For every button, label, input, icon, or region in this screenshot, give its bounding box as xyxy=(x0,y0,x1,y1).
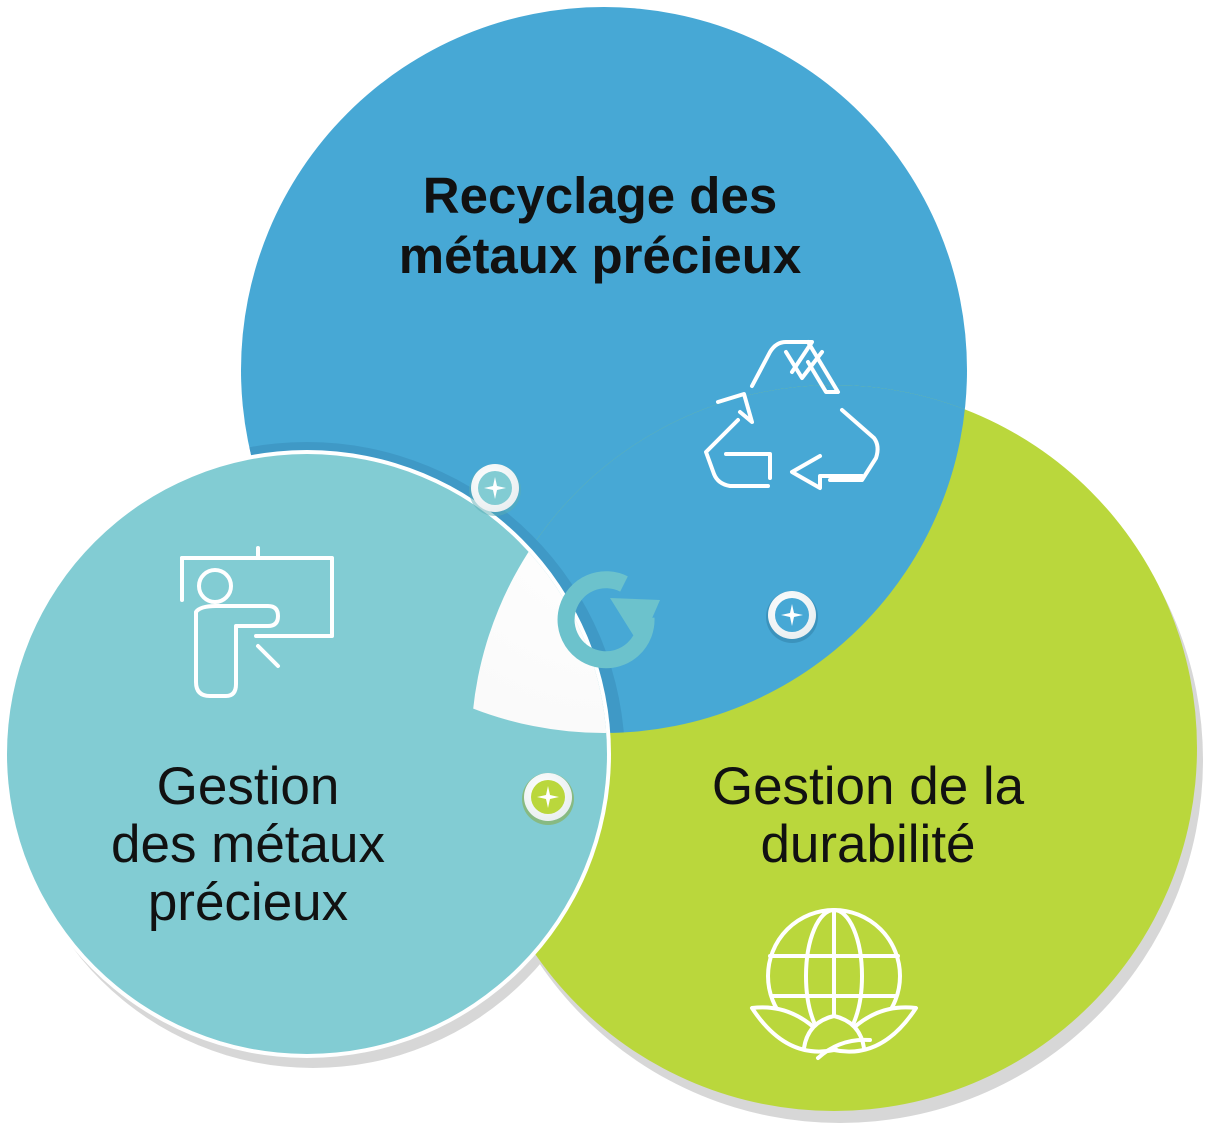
circle-label-management: Gestion des métaux précieux xyxy=(48,758,448,931)
circle-label-sustainability: Gestion de la durabilité xyxy=(638,758,1098,874)
label-line: durabilité xyxy=(760,814,976,874)
presentation-icon xyxy=(180,546,334,698)
label-line: précieux xyxy=(147,872,349,932)
label-line: Recyclage des xyxy=(422,167,778,224)
globe-leaves-icon xyxy=(750,908,918,1060)
circle-label-recycling: Recyclage des métaux précieux xyxy=(300,166,900,286)
label-line: métaux précieux xyxy=(398,227,802,285)
refresh-icon xyxy=(557,571,660,669)
plus-badge-icon xyxy=(522,773,574,825)
label-line: Gestion de la xyxy=(711,757,1025,816)
plus-badge-icon xyxy=(469,464,521,516)
recycle-icon xyxy=(704,340,880,490)
plus-badge-icon xyxy=(766,591,818,643)
overlap-top-right xyxy=(471,385,967,733)
label-line: Gestion xyxy=(156,757,340,816)
label-line: des métaux xyxy=(111,814,385,874)
circle-management xyxy=(7,454,607,1054)
